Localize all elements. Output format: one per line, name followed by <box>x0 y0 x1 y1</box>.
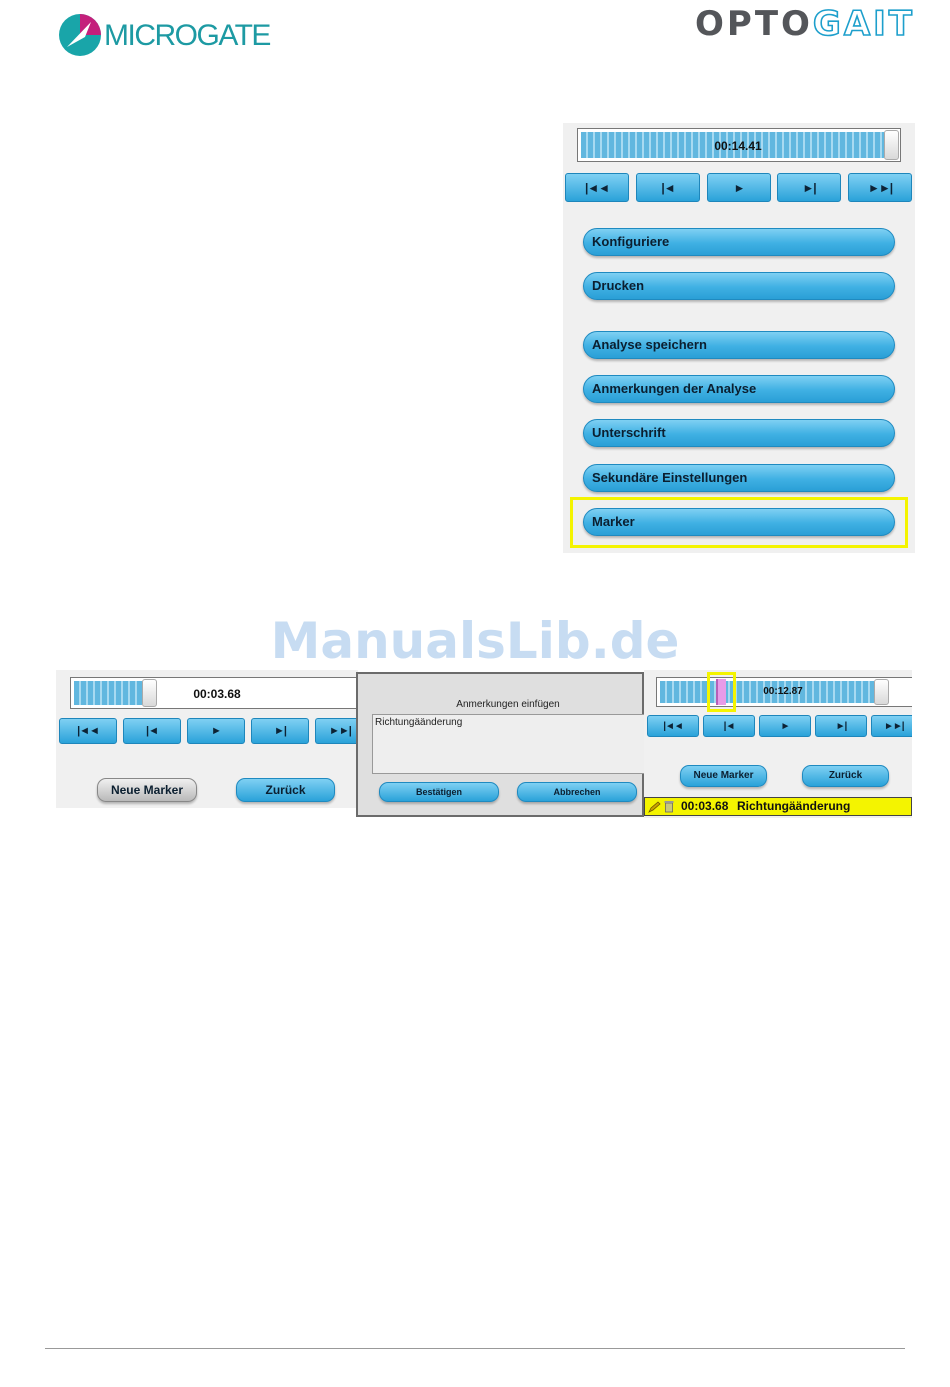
skip-to-end-icon: ►►| <box>867 180 893 195</box>
play-icon: ► <box>780 720 791 732</box>
menu-item-unterschrift[interactable]: Unterschrift <box>583 419 895 447</box>
marker-entry-time: 00:03.68 <box>681 799 729 813</box>
menu-item-marker[interactable]: Marker <box>583 508 895 536</box>
optogait-logo: OPTOGAIT <box>695 3 935 45</box>
step-back-icon: |◄ <box>146 725 159 737</box>
pencil-icon[interactable] <box>648 801 662 813</box>
left-time-readout: 00:03.68 <box>193 687 241 701</box>
step-forward-icon: ►| <box>274 725 287 737</box>
right-play-button[interactable]: ► <box>759 715 811 737</box>
right-timeline-track <box>660 681 874 703</box>
left-last-button[interactable]: ►►| <box>315 718 358 744</box>
top-play-button[interactable]: ► <box>707 173 771 202</box>
top-next-button[interactable]: ►| <box>777 173 841 202</box>
left-first-button[interactable]: |◄◄ <box>59 718 117 744</box>
left-prev-button[interactable]: |◄ <box>123 718 181 744</box>
top-timeline-thumb[interactable] <box>884 130 899 160</box>
dialog-confirm-button[interactable]: Bestätigen <box>379 782 499 802</box>
step-back-icon: |◄ <box>661 180 675 195</box>
dialog-text-value: Richtungäänderung <box>375 717 463 728</box>
microgate-logo: MICROGATE <box>58 10 271 60</box>
left-back-button[interactable]: Zurück <box>236 778 335 802</box>
top-first-button[interactable]: |◄◄ <box>565 173 629 202</box>
microgate-emblem-icon <box>59 14 101 56</box>
right-time-readout: 00:12.87 <box>763 686 803 697</box>
marker-list-item[interactable]: 00:03.68 Richtungäänderung <box>644 797 912 816</box>
skip-to-end-icon: ►►| <box>884 720 905 732</box>
skip-to-start-icon: |◄◄ <box>584 180 610 195</box>
right-new-marker-button[interactable]: Neue Marker <box>680 765 767 787</box>
step-forward-icon: ►| <box>802 180 816 195</box>
menu-item-sekundaere-einstellungen[interactable]: Sekundäre Einstellungen <box>583 464 895 492</box>
dialog-title: Anmerkungen einfügen <box>456 699 560 710</box>
top-time-readout: 00:14.41 <box>714 139 762 153</box>
skip-to-start-icon: |◄◄ <box>663 720 684 732</box>
right-timeline-thumb[interactable] <box>874 679 889 705</box>
step-forward-icon: ►| <box>835 720 848 732</box>
left-next-button[interactable]: ►| <box>251 718 309 744</box>
top-prev-button[interactable]: |◄ <box>636 173 700 202</box>
right-last-button[interactable]: ►►| <box>871 715 912 737</box>
menu-item-analyse-speichern[interactable]: Analyse speichern <box>583 331 895 359</box>
play-icon: ► <box>733 180 746 195</box>
marker-highlight-box <box>570 497 908 548</box>
left-new-marker-button[interactable]: Neue Marker <box>97 778 197 802</box>
top-timeline[interactable]: 00:14.41 <box>577 128 901 162</box>
play-icon: ► <box>211 725 222 737</box>
marker-highlight-box <box>707 672 736 712</box>
watermark: ManualsLib.de <box>270 612 680 670</box>
left-timeline-thumb[interactable] <box>142 679 157 707</box>
right-back-button[interactable]: Zurück <box>802 765 889 787</box>
top-last-button[interactable]: ►►| <box>848 173 912 202</box>
top-timeline-track <box>581 132 884 158</box>
left-timeline[interactable]: 00:03.68 <box>70 677 358 709</box>
right-first-button[interactable]: |◄◄ <box>647 715 699 737</box>
marker-entry-label: Richtungäänderung <box>737 799 851 813</box>
menu-item-konfiguriere[interactable]: Konfiguriere <box>583 228 895 256</box>
right-timeline[interactable]: 00:12.87 <box>656 677 912 707</box>
skip-to-start-icon: |◄◄ <box>77 725 100 737</box>
footer-divider <box>45 1348 905 1349</box>
right-next-button[interactable]: ►| <box>815 715 867 737</box>
marker-flag-icon <box>716 679 726 705</box>
dialog-text-area[interactable]: Richtungäänderung <box>372 714 644 774</box>
right-prev-button[interactable]: |◄ <box>703 715 755 737</box>
optogait-wordmark-gait: GAIT <box>812 3 915 45</box>
microgate-wordmark: MICROGATE <box>104 19 271 52</box>
step-back-icon: |◄ <box>723 720 736 732</box>
optogait-wordmark-opto: OPTO <box>695 4 813 44</box>
skip-to-end-icon: ►►| <box>329 725 352 737</box>
dialog-cancel-button[interactable]: Abbrechen <box>517 782 637 802</box>
left-play-button[interactable]: ► <box>187 718 245 744</box>
menu-item-drucken[interactable]: Drucken <box>583 272 895 300</box>
menu-item-anmerkungen[interactable]: Anmerkungen der Analyse <box>583 375 895 403</box>
left-timeline-track <box>74 681 142 705</box>
trash-icon[interactable] <box>664 800 674 813</box>
